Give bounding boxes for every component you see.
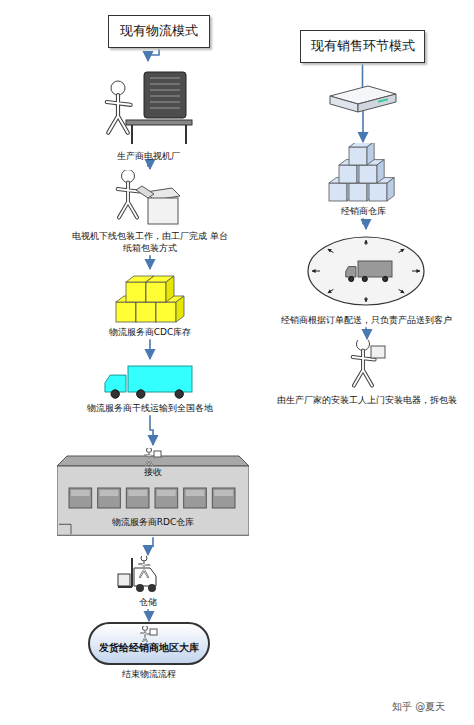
flow-arrow — [363, 218, 366, 229]
flow-arrow — [148, 163, 150, 169]
truck-illustration — [55, 360, 245, 400]
flow-arrow — [149, 339, 151, 359]
ellipse-illustration — [268, 230, 464, 312]
step-node: 发货给经销商地区大库结束物流流程 — [88, 622, 210, 680]
step-node: 经销商仓库 — [318, 143, 408, 217]
watermark: 知乎 @夏天 — [392, 700, 445, 714]
step-caption: 由生产厂家的安装工人上门安装电器，拆包装 — [266, 394, 468, 406]
pack-icon — [118, 170, 180, 224]
step-node: 仓储 — [110, 556, 186, 608]
bcubes-illustration — [318, 143, 408, 203]
tv-illustration — [95, 62, 201, 148]
step-caption: 经销商仓库 — [318, 205, 408, 217]
step-node: 经销商根据订单配送，只负责产品送到客户 — [268, 230, 464, 326]
step-node: 由生产厂家的安装工人上门安装电器，拆包装 — [266, 340, 468, 406]
step-caption: 生产商电视机厂 — [95, 150, 201, 162]
small-icon — [145, 448, 161, 466]
end-caption: 结束物流流程 — [88, 668, 210, 680]
truck-icon — [105, 366, 192, 398]
step-caption: 物流服务商干线运输到全国各地 — [55, 402, 245, 414]
step-node: 生产商电视机厂 — [95, 62, 201, 162]
step-caption: 经销商根据订单配送，只负责产品送到客户 — [268, 314, 464, 326]
ycubes-illustration — [95, 270, 205, 324]
shipper-icon — [134, 626, 164, 642]
step-caption: 电视机下线包装工作，由工厂完成 单台纸箱包装方式 — [70, 230, 230, 254]
flow-arrow — [148, 537, 153, 555]
receiver-icon — [138, 448, 168, 466]
end-capsule: 发货给经销商地区大库 — [88, 622, 210, 665]
installer-illustration — [266, 340, 468, 392]
tv-icon — [107, 72, 192, 144]
flow-arrow — [148, 609, 149, 621]
warehouse-label-row: 物流服务商RDC仓库 — [57, 516, 249, 528]
ellipse-icon — [308, 237, 424, 305]
flow-arrow — [366, 327, 367, 339]
flow-arrow — [149, 255, 151, 269]
pack-illustration — [70, 170, 230, 228]
flow-arrow — [150, 415, 153, 445]
title-box: 现有销售环节模式 — [300, 30, 425, 63]
small-icon — [141, 626, 157, 642]
forklift-icon — [118, 556, 156, 592]
step-caption: 物流服务商CDC库存 — [95, 326, 205, 338]
title-text: 现有物流模式 — [115, 23, 203, 40]
installer-icon — [353, 340, 385, 386]
server-icon — [330, 86, 396, 112]
warehouse-label: 物流服务商RDC仓库 — [109, 516, 197, 528]
warehouse-text: 接收 — [57, 466, 249, 478]
ycubes-icon — [116, 276, 184, 322]
step-caption: 仓储 — [110, 596, 186, 608]
flow-arrow — [148, 49, 159, 61]
title-text: 现有销售环节模式 — [307, 38, 418, 55]
title-box: 现有物流模式 — [108, 15, 210, 48]
step-node: 物流服务商CDC库存 — [95, 270, 205, 338]
forklift-illustration — [110, 556, 186, 594]
step-node: 电视机下线包装工作，由工厂完成 单台纸箱包装方式 — [70, 170, 230, 254]
bcubes-icon — [329, 143, 394, 201]
step-node: 物流服务商干线运输到全国各地 — [55, 360, 245, 414]
step-node: 接收物流服务商RDC仓库 — [57, 446, 249, 536]
capsule-text: 发货给经销商地区大库 — [98, 642, 200, 655]
